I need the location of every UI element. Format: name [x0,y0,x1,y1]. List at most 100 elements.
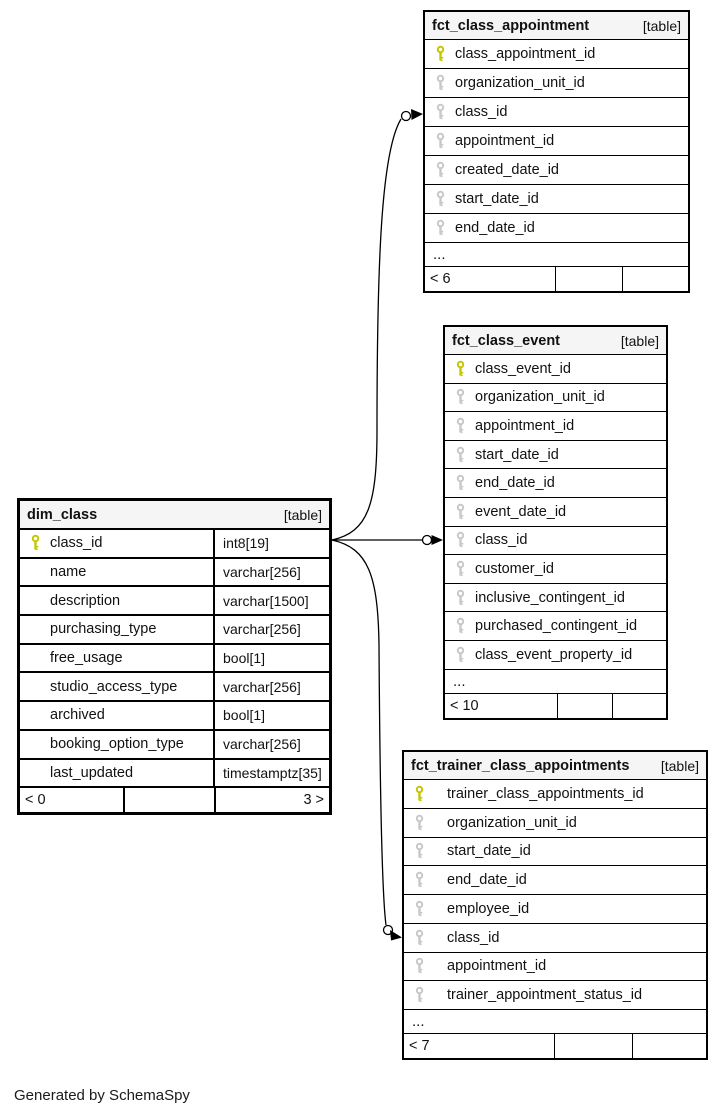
column-row: end_date_id [425,213,688,242]
relationship-dim_class-to-fct_class_appointment [331,109,423,541]
column-row: trainer_class_appointments_id [404,779,706,808]
connector-path [331,118,402,541]
footer-children-count: < 0 [25,792,46,809]
column-row: inclusive_contingent_id [445,582,666,612]
key-icon [414,843,425,860]
table-dim-class[interactable]: dim_class [table] class_id int8[19] name… [17,498,332,816]
connector-circle [421,534,433,546]
column-name: free_usage [50,650,123,667]
table-name: dim_class [27,506,98,523]
relationship-dim_class-to-fct_trainer_class_appointments [331,539,402,941]
table-type-badge: [table] [620,332,659,349]
column-row: appointment_id [445,411,666,440]
column-list: class_id int8[19] name varchar[256] desc… [20,528,329,787]
key-icon [435,103,446,121]
column-row: class_id [425,97,688,126]
table-fct-trainer-class-appointments[interactable]: fct_trainer_class_appointments [table] t… [402,750,708,1060]
column-type: bool[1] [213,644,329,672]
column-type: varchar[256] [213,673,329,701]
column-name: last_updated [50,764,134,781]
table-header: fct_class_event [table] [445,327,666,354]
column-name: class_id [475,532,528,549]
column-name: end_date_id [447,872,527,889]
column-name: trainer_appointment_status_id [447,987,643,1004]
column-row: studio_access_type varchar[256] [20,671,329,701]
connector-path [331,539,387,926]
key-icon [414,929,425,946]
key-icon [455,560,466,577]
key-icon [455,360,466,377]
column-name: studio_access_type [50,678,178,695]
column-name: class_appointment_id [455,46,596,62]
footer-parents-count [632,1034,706,1058]
column-list: class_event_id organization_unit_id appo… [445,354,666,669]
column-row: booking_option_type varchar[256] [20,728,329,758]
column-name: class_event_property_id [475,646,633,663]
column-row: purchasing_type varchar[256] [20,614,329,643]
column-name: appointment_id [455,133,555,149]
footer-parents-count [612,693,666,718]
ellipsis-row: ... [404,1009,706,1033]
column-name: booking_option_type [50,736,184,753]
column-row: appointment_id [404,951,706,981]
footer-mid-cell [557,693,612,718]
key-icon [414,814,425,831]
footer-children-count: < 7 [409,1038,430,1054]
column-row: organization_unit_id [425,68,688,97]
key-icon [30,535,41,552]
column-name: class_event_id [475,360,571,377]
table-name: fct_class_appointment [432,17,590,34]
generated-by-credit: Generated by SchemaSpy [14,1087,190,1104]
column-row: end_date_id [445,468,666,497]
connector-arrowhead [411,109,423,120]
column-row: last_updated timestamptz[35] [20,757,329,787]
column-type: varchar[256] [213,558,329,586]
column-row: organization_unit_id [445,382,666,412]
key-icon [455,617,466,635]
column-name: trainer_class_appointments_id [447,785,644,802]
column-row: class_id [404,922,706,952]
column-name: employee_id [447,900,530,917]
key-icon [455,446,466,463]
column-name: description [50,592,121,609]
key-icon [435,190,446,208]
column-name: end_date_id [475,475,555,492]
key-icon [455,503,466,520]
column-name: inclusive_contingent_id [475,589,625,606]
footer-mid-cell [123,788,214,813]
table-header: fct_trainer_class_appointments [table] [404,752,706,779]
key-icon [455,417,466,434]
column-row: class_appointment_id [425,39,688,68]
table-header: fct_class_appointment [table] [425,12,688,39]
footer-parents-count: 3 > [214,788,329,813]
key-icon [435,161,446,179]
table-footer: < 10 [445,692,666,718]
column-name: event_date_id [475,503,567,520]
table-fct-class-event[interactable]: fct_class_event [table] class_event_id o… [443,325,668,720]
column-name: start_date_id [475,446,559,463]
table-type-badge: [table] [283,506,322,523]
footer-mid-cell [554,1034,632,1058]
key-icon [455,532,466,549]
column-row: free_usage bool[1] [20,642,329,672]
key-icon [455,389,466,406]
column-name: customer_id [475,560,554,577]
ellipsis-row: ... [445,668,666,693]
key-icon [414,871,425,889]
table-footer: < 0 3 > [20,786,329,813]
connector-circle [400,110,412,122]
key-icon [455,589,466,606]
table-name: fct_class_event [452,332,561,349]
footer-children-count: < 10 [450,697,479,714]
key-icon [455,646,466,663]
column-row: organization_unit_id [404,807,706,837]
key-icon [414,986,425,1004]
column-name: purchased_contingent_id [475,618,638,635]
table-fct-class-appointment[interactable]: fct_class_appointment [table] class_appo… [423,10,690,293]
footer-parents-count [622,267,688,291]
column-type: bool[1] [213,702,329,729]
column-row: start_date_id [425,184,688,213]
table-footer: < 7 [404,1033,706,1058]
column-row: name varchar[256] [20,556,329,586]
column-name: organization_unit_id [455,75,585,91]
